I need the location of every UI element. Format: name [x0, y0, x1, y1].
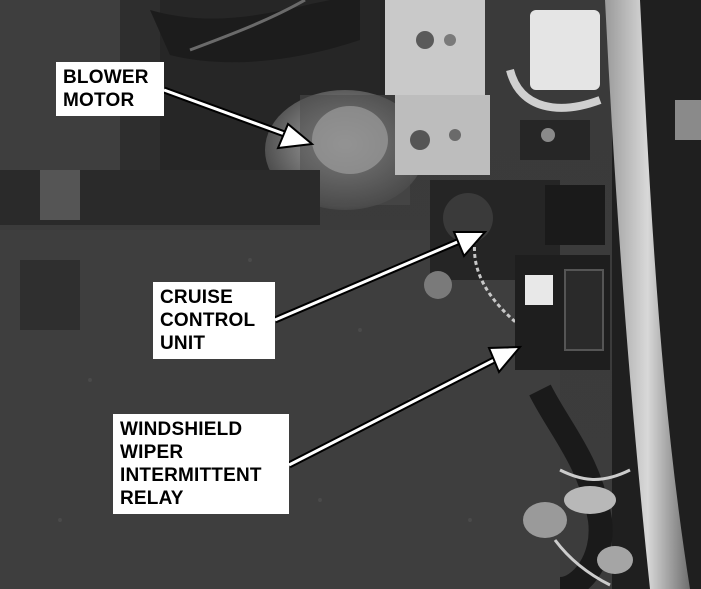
- cruise-control-unit-label: CRUISE CONTROL UNIT: [153, 282, 275, 359]
- label-line: CRUISE: [160, 287, 233, 308]
- label-line: CONTROL: [160, 310, 256, 331]
- label-line: INTERMITTENT: [120, 465, 262, 486]
- label-line: UNIT: [160, 333, 206, 354]
- label-line: WIPER: [120, 442, 184, 463]
- label-line: RELAY: [120, 488, 184, 509]
- label-line: BLOWER: [63, 67, 149, 88]
- label-line: MOTOR: [63, 90, 135, 111]
- blower-motor-label: BLOWER MOTOR: [56, 62, 164, 116]
- label-line: WINDSHIELD: [120, 419, 243, 440]
- windshield-wiper-relay-label: WINDSHIELD WIPER INTERMITTENT RELAY: [113, 414, 289, 514]
